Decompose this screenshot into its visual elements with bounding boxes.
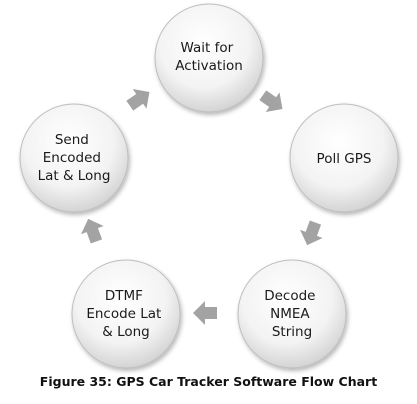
arrow-wait-to-poll	[259, 90, 283, 112]
node-label: Wait for Activation	[175, 40, 243, 74]
node-label-line: Activation	[175, 58, 243, 74]
node-label-line: Encoded	[43, 150, 101, 166]
node-label-line: NMEA	[270, 306, 310, 322]
node-label: Send Encoded Lat & Long	[38, 132, 111, 184]
node-label-line: Send	[55, 132, 89, 148]
node-label-line: Decode	[264, 288, 315, 304]
node-label: Poll GPS	[317, 151, 372, 167]
arrow-decode-to-dtmf	[193, 301, 217, 325]
arrow-dtmf-to-send	[81, 218, 104, 244]
node-dtmf-encode: DTMF Encode Lat & Long	[71, 259, 181, 369]
arrow-send-to-wait	[126, 89, 150, 111]
node-label-line: Lat & Long	[38, 168, 111, 184]
node-label-line: Wait for	[181, 40, 234, 56]
node-label-line: Poll GPS	[317, 151, 372, 167]
figure-caption: Figure 35: GPS Car Tracker Software Flow…	[39, 374, 378, 389]
node-label: DTMF Encode Lat & Long	[86, 288, 165, 340]
node-label-line: & Long	[102, 324, 150, 340]
node-circle	[71, 259, 181, 369]
node-poll-gps: Poll GPS	[289, 103, 399, 213]
arrows-group	[81, 89, 323, 325]
node-decode-nmea-string: Decode NMEA String	[237, 259, 347, 369]
node-label-line: DTMF	[105, 288, 143, 304]
node-circle	[237, 259, 347, 369]
arrow-poll-to-decode	[300, 220, 323, 246]
node-circle	[19, 103, 129, 213]
node-circle	[154, 3, 264, 113]
node-circle	[289, 103, 399, 213]
node-label-line: String	[272, 324, 312, 340]
node-label: Decode NMEA String	[264, 288, 320, 340]
node-send-encoded: Send Encoded Lat & Long	[19, 103, 129, 213]
node-wait-for-activation: Wait for Activation	[154, 3, 264, 113]
node-label-line: Encode Lat	[86, 306, 161, 322]
